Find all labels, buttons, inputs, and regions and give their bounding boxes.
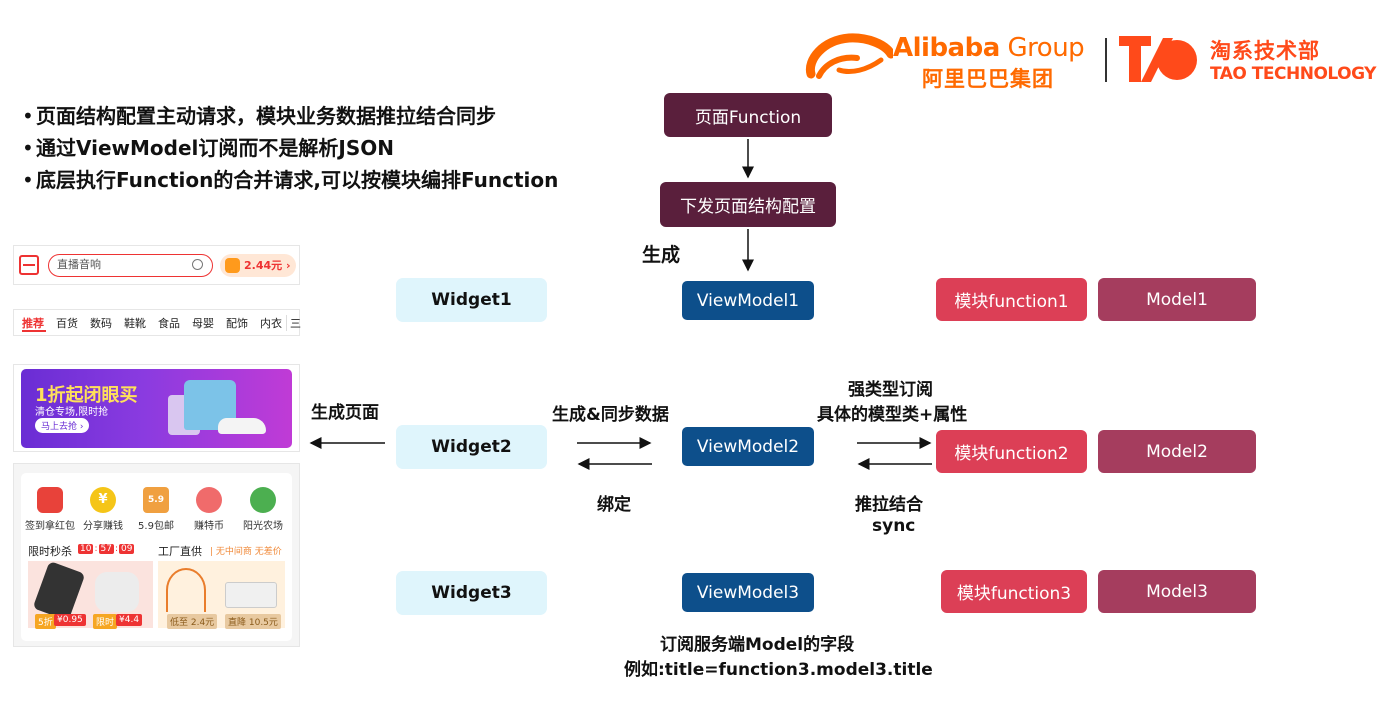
menu-icon: 三 — [286, 314, 301, 331]
bullet-item: •底层执行Function的合并请求,可以按模块编排Function — [22, 168, 559, 192]
package-icon: 5.9 — [143, 487, 169, 513]
viewmodel1-box: ViewModel1 — [682, 281, 814, 320]
shortcut-farm: 阳光农场 — [238, 487, 288, 532]
toy-image — [225, 582, 277, 608]
price-tag: 5折 — [35, 614, 56, 629]
tab-category: 数码 — [90, 316, 112, 330]
factory-direct-title: 工厂直供 — [158, 545, 202, 558]
flash-sale-timer: 10:57:09 — [78, 544, 135, 554]
logo-divider — [1105, 38, 1107, 82]
search-icon — [192, 259, 203, 270]
alibaba-logo-icon — [805, 33, 893, 79]
deliver-config-box: 下发页面结构配置 — [660, 182, 836, 227]
red-packet-icon — [37, 487, 63, 513]
function3-box: 模块function3 — [941, 570, 1087, 613]
widget3-box: Widget3 — [396, 571, 547, 615]
price-tag: 限时 — [93, 614, 118, 629]
shortcut-label: 分享赚钱 — [83, 521, 123, 532]
lanyard-image — [166, 568, 206, 612]
tab-category: 配饰 — [226, 316, 248, 330]
shortcut-label: 阳光农场 — [243, 521, 283, 532]
mockup-category-tabs: 推荐 百货 数码 鞋靴 食品 母婴 配饰 内衣 三 — [13, 309, 301, 336]
price-value: 直降 10.5元 — [225, 614, 281, 629]
timer-hours: 10 — [78, 544, 94, 554]
page-function-box: 页面Function — [664, 93, 832, 137]
scan-icon — [19, 255, 39, 275]
price-value: 低至 2.4元 — [167, 614, 218, 629]
push-pull-label: 推拉结合 — [855, 495, 923, 515]
bullet-item: •通过ViewModel订阅而不是解析JSON — [22, 136, 394, 160]
subscribe-field-label: 订阅服务端Model的字段 — [660, 635, 855, 655]
tao-technology-logo-icon — [1119, 36, 1197, 82]
tab-category: 百货 — [56, 316, 78, 330]
generate-page-label: 生成页面 — [311, 403, 379, 423]
model2-box: Model2 — [1098, 430, 1256, 473]
flash-sale-title: 限时秒杀 — [28, 545, 72, 558]
function2-box: 模块function2 — [936, 430, 1087, 473]
coin-share-icon: ¥ — [90, 487, 116, 513]
price-value: ¥0.95 — [54, 614, 86, 626]
factory-direct-subtitle: | 无中间商 无差价 — [210, 547, 282, 557]
example-label: 例如:title=function3.model3.title — [624, 660, 933, 680]
shortcut-label: 赚特币 — [194, 521, 224, 532]
coin-icon — [225, 258, 240, 273]
bind-label: 绑定 — [597, 495, 631, 515]
model3-box: Model3 — [1098, 570, 1256, 613]
function1-box: 模块function1 — [936, 278, 1087, 321]
viewmodel3-box: ViewModel3 — [682, 573, 814, 612]
tab-category: 食品 — [158, 316, 180, 330]
slipper-image — [95, 572, 139, 612]
tab-recommend: 推荐 — [22, 316, 44, 330]
shortcut-earn-coins: 赚特币 — [184, 487, 234, 532]
cat-icon — [196, 487, 222, 513]
alibaba-group-cn-wordmark: 阿里巴巴集团 — [922, 67, 1054, 91]
timer-minutes: 57 — [98, 544, 114, 554]
shortcut-free-shipping: 5.9 5.9包邮 — [131, 487, 181, 532]
tree-icon — [250, 487, 276, 513]
bullet-item: •页面结构配置主动请求，模块业务数据推拉结合同步 — [22, 104, 496, 128]
shortcut-label: 5.9包邮 — [138, 521, 174, 532]
tab-category: 内衣 — [260, 316, 282, 330]
bullet-list: •页面结构配置主动请求，模块业务数据推拉结合同步 •通过ViewModel订阅而… — [22, 100, 558, 196]
timer-seconds: 09 — [119, 544, 135, 554]
mockup-search-input: 直播音响 — [48, 254, 213, 277]
shortcut-share: ¥ 分享赚钱 — [78, 487, 128, 532]
banner-subtitle: 清仓专场,限时抢 — [35, 407, 109, 418]
price-value: ¥4.4 — [116, 614, 143, 626]
shortcut-label: 签到拿红包 — [25, 521, 75, 532]
mockup-promo-banner — [21, 369, 292, 448]
sneaker-image — [218, 418, 266, 434]
shortcut-signin: 签到拿红包 — [25, 487, 75, 532]
widget2-box: Widget2 — [396, 425, 547, 469]
tab-category: 母婴 — [192, 316, 214, 330]
viewmodel2-box: ViewModel2 — [682, 427, 814, 466]
alibaba-group-wordmark: Alibaba Group — [893, 33, 1085, 63]
tao-technology-en-wordmark: TAO TECHNOLOGY — [1210, 64, 1376, 84]
banner-title: 1折起闭眼买 — [35, 385, 138, 406]
active-tab-underline — [22, 330, 46, 332]
generate-label: 生成 — [642, 244, 681, 266]
tab-category: 鞋靴 — [124, 316, 146, 330]
banner-button: 马上去抢 › — [35, 418, 90, 433]
widget1-box: Widget1 — [396, 278, 547, 322]
sync-label: sync — [872, 516, 916, 536]
model-attribute-label: 具体的模型类+属性 — [817, 405, 968, 425]
generate-sync-label: 生成&同步数据 — [552, 405, 669, 425]
model1-box: Model1 — [1098, 278, 1256, 321]
strong-subscribe-label: 强类型订阅 — [848, 380, 933, 400]
tao-technology-cn-wordmark: 淘系技术部 — [1210, 39, 1320, 63]
